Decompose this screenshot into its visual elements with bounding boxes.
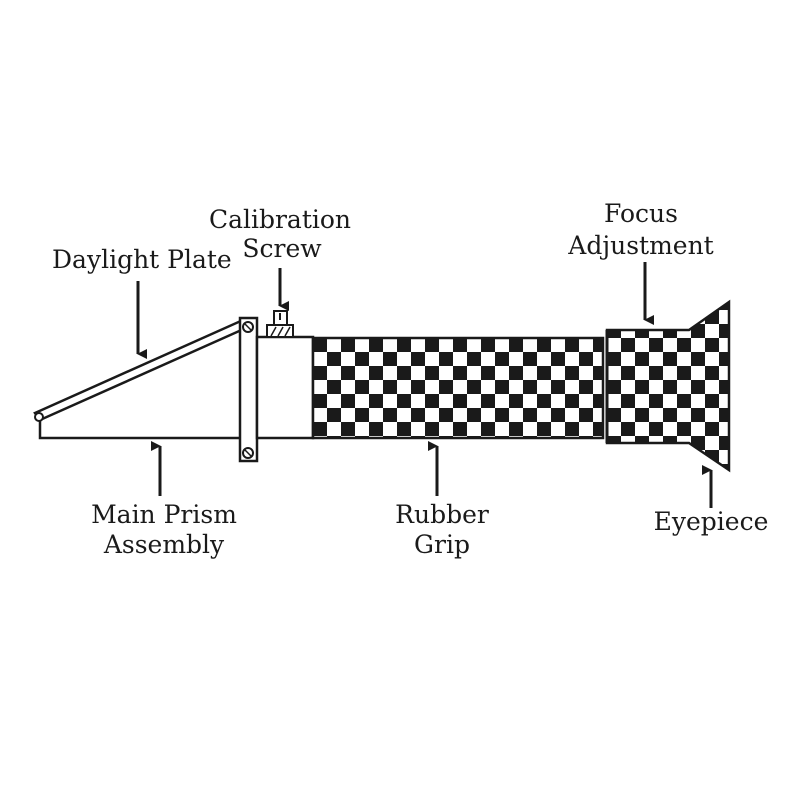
rubber-grip-label-line2: Grip bbox=[414, 530, 470, 559]
collar-top-screw-slot bbox=[243, 322, 253, 332]
daylight-plate-tip bbox=[34, 412, 44, 422]
main-prism-assembly-label-line1: Main Prism bbox=[91, 500, 237, 529]
focus-adjustment-label-line2: Adjustment bbox=[567, 231, 713, 260]
calibration-screw-hatch-3 bbox=[284, 326, 291, 337]
calibration-screw-hatch-2 bbox=[277, 326, 284, 337]
rubber-grip-label-line1: Rubber bbox=[395, 500, 489, 529]
collar-ring bbox=[238, 316, 259, 463]
focus-adjustment-label-line1: Focus bbox=[604, 199, 678, 228]
rubber-grip bbox=[311, 336, 605, 440]
focus-adjustment-eyepiece bbox=[605, 299, 731, 473]
calibration-screw-label-line2: Screw bbox=[242, 234, 322, 263]
plain-tube-section bbox=[255, 335, 315, 440]
main-prism-assembly-label-line2: Assembly bbox=[103, 530, 225, 559]
calibration-screw-label-line1: Calibration bbox=[209, 205, 351, 234]
calibration-screw-hatch-1 bbox=[270, 326, 277, 337]
eyepiece-label: Eyepiece bbox=[654, 507, 769, 536]
daylight-plate-label: Daylight Plate bbox=[52, 245, 232, 274]
collar-bottom-screw-slot bbox=[243, 448, 253, 458]
